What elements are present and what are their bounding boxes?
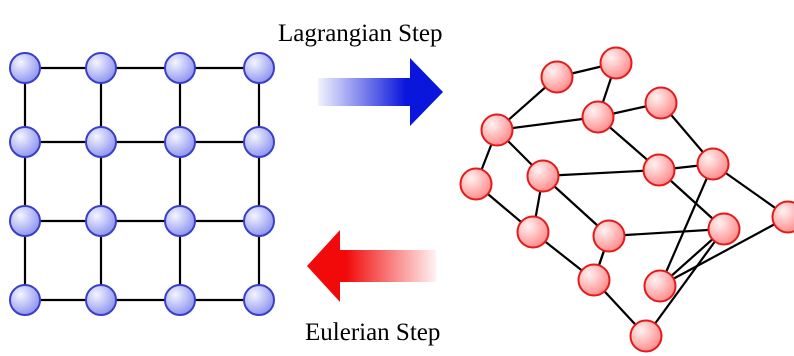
lagrangian-step-label: Lagrangian Step [278, 20, 443, 47]
grid-node [243, 284, 275, 316]
mesh-node [629, 319, 663, 353]
lagrangian-arrow [318, 58, 443, 126]
mesh-edges [474, 61, 789, 337]
mesh-node [577, 263, 611, 297]
grid-node [85, 52, 117, 84]
mesh-node [459, 167, 493, 201]
grid-node [85, 126, 117, 158]
eulerian-arrow [307, 230, 436, 302]
mesh-node [516, 215, 550, 249]
mesh-node [707, 212, 741, 246]
grid-node [9, 52, 41, 84]
mesh-edge [659, 216, 789, 287]
mesh-nodes [459, 46, 794, 353]
mesh-node [540, 60, 574, 94]
grid-node [164, 205, 196, 237]
eulerian-step-label: Eulerian Step [305, 319, 440, 346]
grid-node [9, 284, 41, 316]
mesh-node [643, 269, 677, 303]
grid-edges [23, 66, 261, 302]
mesh-node [771, 200, 794, 234]
mesh-node [642, 153, 676, 187]
grid-node [85, 284, 117, 316]
mesh-node [644, 86, 678, 120]
grid-node [243, 126, 275, 158]
grid-node [9, 126, 41, 158]
grid-nodes [9, 52, 275, 316]
grid-node [164, 52, 196, 84]
mesh-node [526, 159, 560, 193]
mesh-edge [658, 163, 715, 287]
grid-node [243, 205, 275, 237]
mesh-node [581, 100, 615, 134]
mesh-edge [542, 168, 660, 178]
grid-node [9, 205, 41, 237]
mesh-edge [496, 115, 599, 132]
grid-node [85, 205, 117, 237]
mesh-edge [645, 228, 725, 337]
mesh-edge [608, 227, 725, 238]
mesh-node [599, 46, 633, 80]
mesh-node [696, 147, 730, 181]
grid-node [164, 284, 196, 316]
mesh-node [480, 113, 514, 147]
mesh-node [592, 219, 626, 253]
grid-node [164, 126, 196, 158]
grid-node [243, 52, 275, 84]
